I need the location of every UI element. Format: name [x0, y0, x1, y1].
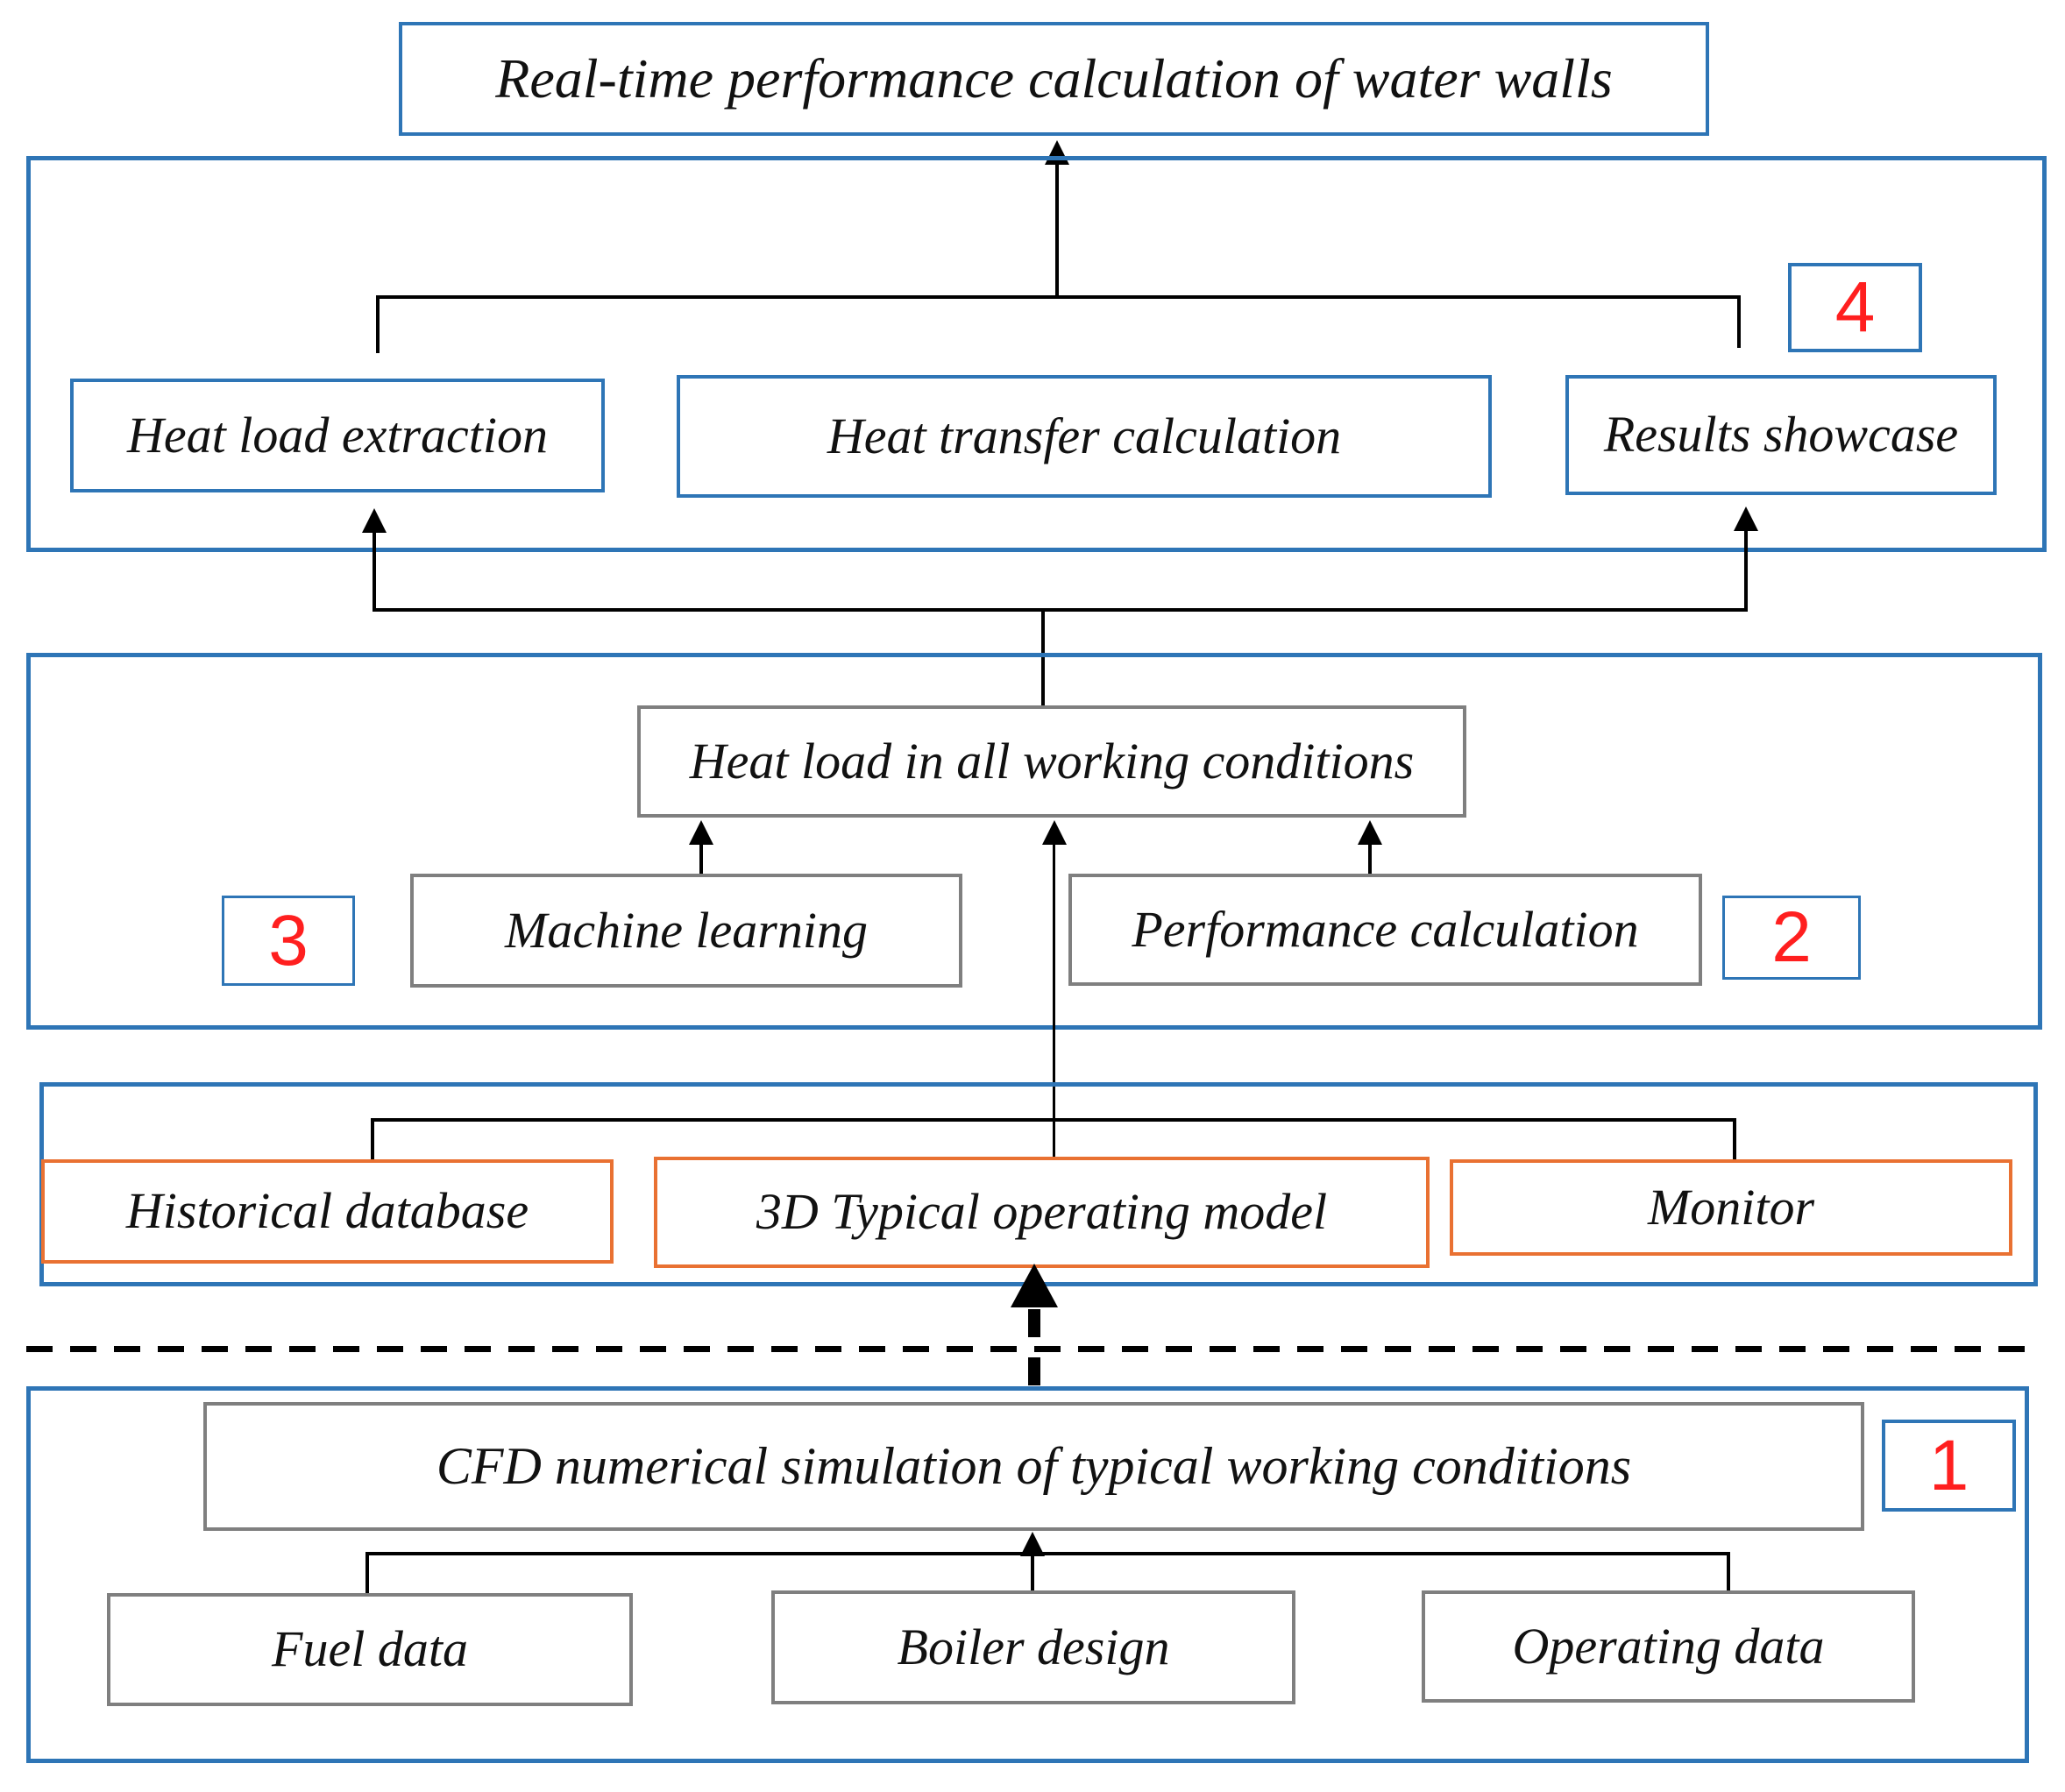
data-layer-bracket-left-stub: [371, 1118, 374, 1160]
performance-calculation-box: Performance calculation: [1068, 874, 1702, 986]
stage1-bracket-left-stub: [365, 1552, 369, 1594]
arrow-up-head-to-results-showcase-icon: [1734, 506, 1758, 531]
arrow-line-from-performance-calculation: [1368, 843, 1372, 875]
stage4-number-badge: 4: [1788, 263, 1922, 352]
data-layer-bracket-line: [371, 1118, 1736, 1122]
stage4-container: [26, 156, 2047, 552]
stage2-number: 2: [1771, 897, 1812, 977]
heat-load-all-conditions-box: Heat load in all working conditions: [637, 705, 1466, 818]
heat-transfer-calculation-box: Heat transfer calculation: [677, 375, 1492, 498]
historical-database-box: Historical database: [41, 1159, 614, 1264]
arrow-up-head-from-machine-learning-icon: [689, 820, 713, 845]
data-layer-bracket-right-stub: [1733, 1118, 1736, 1160]
stage23-container: [26, 653, 2042, 1030]
dashed-arrow-line-cfd-to-3d: [1028, 1309, 1040, 1404]
arrow-up-head-from-3d-model-icon: [1042, 820, 1067, 845]
arrow-line-from-machine-learning: [699, 843, 703, 875]
real-time-performance-label: Real-time performance calculation of wat…: [495, 47, 1613, 110]
arrow-up-head-from-performance-calculation-icon: [1358, 820, 1382, 845]
arrow-line-to-results-showcase: [1744, 529, 1748, 612]
performance-calculation-label: Performance calculation: [1132, 900, 1639, 958]
stage3-number: 3: [268, 900, 309, 981]
stage4-bracket-left-stub: [376, 295, 380, 353]
stage1-number-badge: 1: [1882, 1420, 2016, 1512]
stage1-bracket-line: [365, 1552, 1730, 1555]
results-showcase-label: Results showcase: [1603, 406, 1959, 464]
cfd-simulation-label: CFD numerical simulation of typical work…: [436, 1437, 1632, 1495]
arrow-up-line-to-title: [1055, 163, 1059, 297]
monitor-box: Monitor: [1450, 1159, 2012, 1256]
stage1-number: 1: [1928, 1425, 1969, 1505]
machine-learning-box: Machine learning: [410, 874, 962, 988]
heat-load-all-conditions-label: Heat load in all working conditions: [689, 732, 1415, 790]
arrow-up-head-to-heat-load-extraction-icon: [362, 508, 387, 533]
cfd-simulation-box: CFD numerical simulation of typical work…: [203, 1402, 1864, 1531]
fuel-data-box: Fuel data: [107, 1593, 633, 1706]
stage4-bracket-right-stub: [1737, 295, 1741, 348]
heat-load-extraction-label: Heat load extraction: [126, 406, 548, 464]
dashed-arrow-head-cfd-to-3d-icon: [1011, 1264, 1058, 1307]
stage1-container: [26, 1386, 2029, 1763]
mid-bracket-line: [373, 608, 1748, 612]
monitor-label: Monitor: [1647, 1178, 1815, 1236]
historical-database-label: Historical database: [125, 1182, 529, 1240]
arrow-line-from-3d-model: [1053, 843, 1055, 1158]
stage1-bracket-center-stub: [1031, 1555, 1034, 1591]
machine-learning-label: Machine learning: [505, 901, 868, 959]
heat-load-extraction-box: Heat load extraction: [70, 379, 605, 492]
operating-data-box: Operating data: [1422, 1590, 1915, 1703]
fuel-data-label: Fuel data: [272, 1620, 468, 1678]
arrow-up-head-to-title-icon: [1045, 140, 1069, 165]
offline-online-separator-line: [26, 1346, 2039, 1352]
boiler-design-label: Boiler design: [897, 1618, 1170, 1675]
stage4-bracket-line: [376, 295, 1741, 299]
heat-transfer-calculation-label: Heat transfer calculation: [827, 407, 1342, 464]
results-showcase-box: Results showcase: [1565, 375, 1997, 495]
stage2-number-badge: 2: [1722, 896, 1861, 980]
operating-data-label: Operating data: [1512, 1617, 1825, 1675]
mid-bracket-feeder-line: [1041, 608, 1045, 708]
stage1-bracket-right-stub: [1727, 1552, 1730, 1592]
3d-operating-model-label: 3D Typical operating model: [756, 1183, 1328, 1241]
stage4-number: 4: [1834, 267, 1876, 347]
3d-operating-model-box: 3D Typical operating model: [654, 1157, 1430, 1268]
boiler-design-box: Boiler design: [771, 1590, 1295, 1704]
real-time-performance-box: Real-time performance calculation of wat…: [399, 22, 1709, 136]
stage3-number-badge: 3: [222, 896, 355, 986]
arrow-line-to-heat-load-extraction: [373, 531, 376, 612]
